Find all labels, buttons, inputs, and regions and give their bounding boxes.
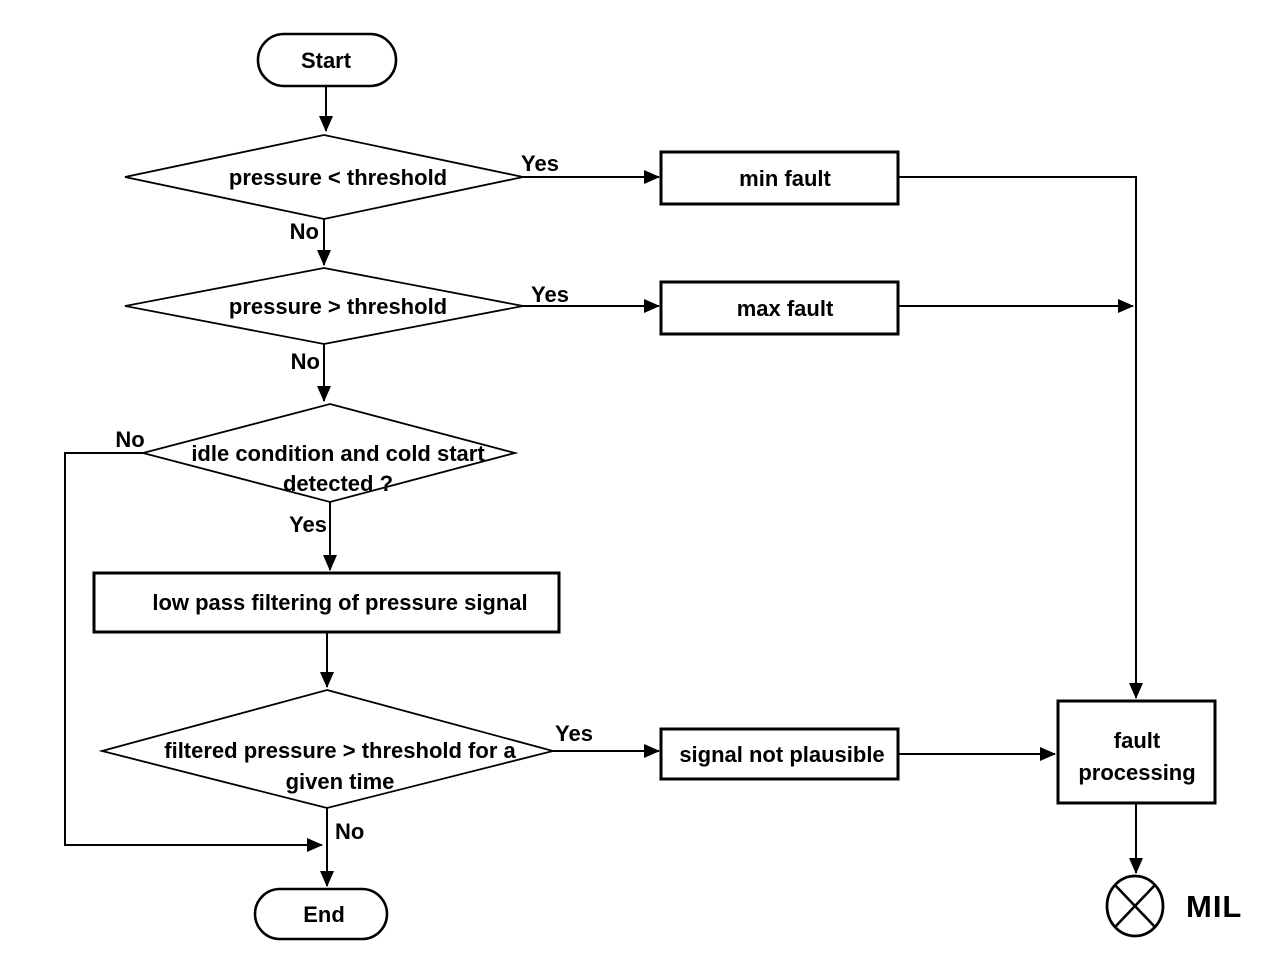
label-pressure-below-yes: Yes: [521, 151, 559, 176]
label-idle-cold-no: No: [115, 427, 144, 452]
signal-not-plausible-box: [659, 727, 900, 781]
max-fault-box: [659, 280, 900, 336]
edge-idle-cold-no-loop: [64, 452, 323, 852]
decision-filtered-pressure: [98, 689, 557, 809]
max-fault-label: max fault: [737, 296, 834, 321]
decision-idle-cold-start: [139, 403, 519, 503]
min-fault-label: min fault: [739, 166, 831, 191]
label-pressure-above-no: No: [291, 349, 320, 374]
decision-idle-cold-label-line1: idle condition and cold start: [191, 441, 485, 466]
end-label: End: [303, 902, 345, 927]
label-filtered-yes: Yes: [555, 721, 593, 746]
decision-pressure-above-threshold: [124, 267, 524, 345]
end-node: [253, 887, 389, 941]
low-pass-filter-label: low pass filtering of pressure signal: [152, 590, 527, 615]
signal-not-plausible-label: signal not plausible: [679, 742, 884, 767]
mil-x-icon: [1114, 884, 1156, 928]
mil-label: MIL: [1186, 889, 1242, 924]
low-pass-filter-box: [92, 571, 561, 634]
min-fault-box: [659, 150, 900, 206]
label-pressure-above-yes: Yes: [531, 282, 569, 307]
label-pressure-below-no: No: [290, 219, 319, 244]
decision-pressure-below-threshold: [124, 134, 524, 220]
fault-processing-box: [1056, 699, 1217, 805]
decision-idle-cold-label-line2: detected ?: [283, 471, 393, 496]
decision-pressure-below-label: pressure < threshold: [229, 165, 447, 190]
start-label: Start: [301, 48, 352, 73]
decision-filtered-label-line2: given time: [286, 769, 395, 794]
fault-processing-label-line1: fault: [1114, 728, 1161, 753]
label-idle-cold-yes: Yes: [289, 512, 327, 537]
label-filtered-no: No: [335, 819, 364, 844]
edge-min-fault-to-fault-processing: [898, 176, 1143, 699]
start-node: [256, 32, 398, 88]
fault-processing-label-line2: processing: [1078, 760, 1195, 785]
decision-pressure-above-label: pressure > threshold: [229, 294, 447, 319]
decision-filtered-label-line1: filtered pressure > threshold for a: [164, 738, 516, 763]
